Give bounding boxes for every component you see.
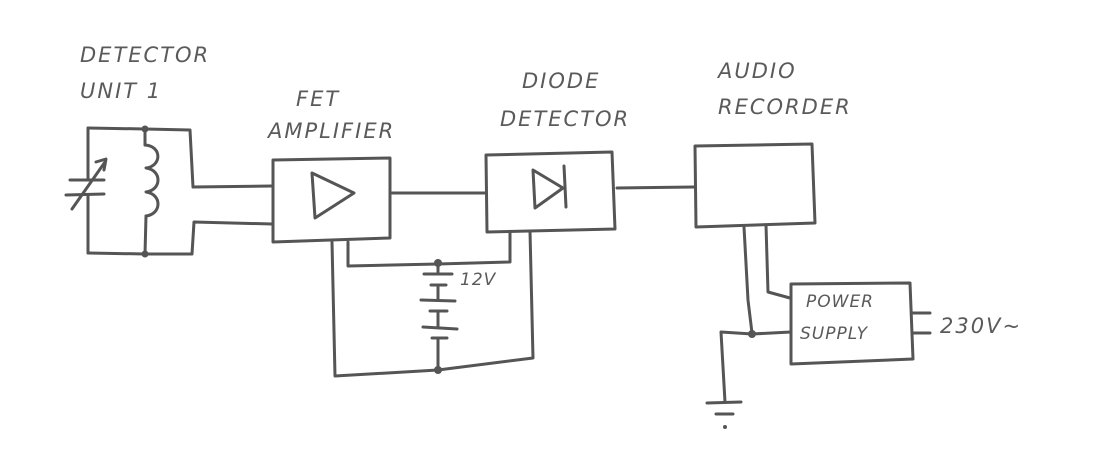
diode-label-line1: DIODE <box>522 69 600 93</box>
wire-ground <box>719 330 793 404</box>
fet-amplifier-block: FET AMPLIFIER <box>266 87 395 244</box>
audio-recorder-block: AUDIO RECORDER <box>693 59 852 229</box>
ground-icon <box>705 400 743 429</box>
psu-label-line2: SUPPLY <box>800 324 869 344</box>
power-supply-block: POWER SUPPLY 230V~ <box>789 281 1022 366</box>
wire-diode-to-recorder <box>615 185 696 190</box>
fet-amp-label-line1: FET <box>296 87 340 111</box>
diode-detector-block: DIODE DETECTOR <box>484 69 630 234</box>
fet-amp-label-line2: AMPLIFIER <box>266 119 395 143</box>
wire-detector-top <box>86 126 274 189</box>
amplifier-triangle-icon <box>310 171 356 220</box>
battery-voltage-label: 12V <box>460 270 497 290</box>
battery-circuit: 12V <box>330 229 535 378</box>
diode-box <box>484 150 617 234</box>
fet-amp-box <box>271 156 392 244</box>
recorder-box <box>693 142 817 229</box>
detector-unit: DETECTOR UNIT 1 <box>64 43 274 258</box>
wire-recorder-ground <box>742 225 754 335</box>
battery-icon <box>419 261 459 372</box>
wire-battery-positive <box>346 230 512 268</box>
recorder-label-line1: AUDIO <box>716 59 797 83</box>
wire-recorder-power <box>764 223 792 300</box>
inductor-icon <box>143 127 160 256</box>
diode-label-line2: DETECTOR <box>500 107 630 131</box>
diode-icon <box>531 164 568 210</box>
variable-capacitor-icon <box>64 157 108 211</box>
power-supply-box <box>789 281 915 366</box>
recorder-label-line2: RECORDER <box>718 95 852 119</box>
mains-voltage-label: 230V~ <box>940 314 1022 338</box>
psu-label-line1: POWER <box>806 292 874 312</box>
wire-detector-bottom <box>86 220 274 256</box>
junction-node <box>748 330 756 338</box>
wire-battery-negative <box>330 229 535 378</box>
detector-label-line1: DETECTOR <box>80 43 210 67</box>
detector-label-line2: UNIT 1 <box>80 79 162 103</box>
